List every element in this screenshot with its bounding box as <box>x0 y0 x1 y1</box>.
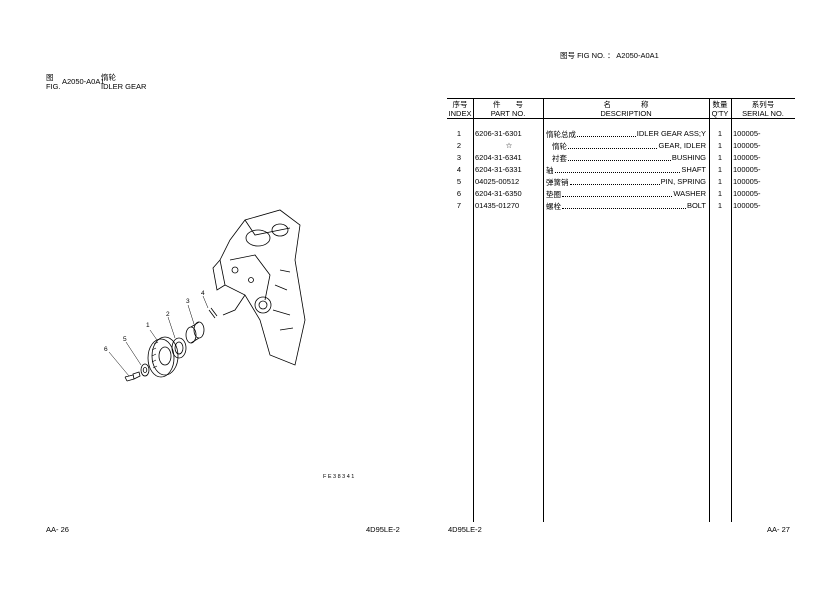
row-index: 7 <box>456 201 462 210</box>
row-desc-en: PIN, SPRING <box>660 177 706 186</box>
row-index: 6 <box>456 189 462 198</box>
row-description: 轴 SHAFT <box>546 165 706 176</box>
callout-6: 6 <box>104 346 108 353</box>
fig-header-sep: ： <box>607 51 615 60</box>
leader-dots <box>568 141 658 149</box>
fig-title-cn: 惰轮 <box>101 73 116 82</box>
table-row: 6 6204-31-6350 垫圈 WASHER 1 100005- <box>447 189 795 201</box>
row-description: 弹簧销 PIN, SPRING <box>546 177 706 188</box>
row-index: 4 <box>456 165 462 174</box>
header-qty: 数量 Q'TY <box>711 100 729 118</box>
table-row: 7 01435-01270 螺栓 BOLT 1 100005- <box>447 201 795 213</box>
leader-dots <box>569 177 660 185</box>
table-row: 5 04025-00512 弹簧销 PIN, SPRING 1 100005- <box>447 177 795 189</box>
row-desc-en: BUSHING <box>671 153 706 162</box>
row-serial: 100005- <box>733 201 761 210</box>
row-qty: 1 <box>717 201 723 210</box>
row-qty: 1 <box>717 141 723 150</box>
row-serial: 100005- <box>733 129 761 138</box>
callout-1: 1 <box>146 322 150 329</box>
row-description: 螺栓 BOLT <box>546 201 706 212</box>
left-page-number: AA- 26 <box>46 525 69 534</box>
callout-3: 3 <box>186 298 190 305</box>
row-desc-cn: 轴 <box>546 166 554 175</box>
row-part-no: 6206-31-6301 <box>475 129 522 138</box>
header-description: 名 称 DESCRIPTION <box>600 100 652 118</box>
callout-2: 2 <box>166 311 170 318</box>
table-row: 2 ☆ 惰轮 GEAR, IDLER 1 100005- <box>447 141 795 153</box>
row-desc-cn: 螺栓 <box>546 202 561 211</box>
table-row: 1 6206-31-6301 惰轮总成 IDLER GEAR ASS;Y 1 100005… <box>447 129 795 141</box>
row-part-no: 04025-00512 <box>475 177 520 186</box>
fig-header-number: A2050-A0A1 <box>616 51 659 60</box>
row-desc-cn: 惰轮总成 <box>546 130 576 139</box>
leader-dots <box>568 153 671 161</box>
row-part-no: 01435-01270 <box>475 201 520 210</box>
parts-table: 序号 INDEX 件 号 PART NO. 名 称 DESCRIPTION 数量… <box>447 98 795 522</box>
fig-label-en: FIG. <box>46 82 61 91</box>
row-desc-en: WASHER <box>673 189 706 198</box>
row-desc-en: IDLER GEAR ASS;Y <box>636 129 706 138</box>
row-desc-cn: 衬套 <box>552 154 567 163</box>
callout-4: 4 <box>201 290 205 297</box>
row-description: 惰轮总成 IDLER GEAR ASS;Y <box>546 129 706 140</box>
leader-dots <box>554 165 681 173</box>
row-serial: 100005- <box>733 141 761 150</box>
header-serial-no: 系列号 SERIAL NO. <box>742 100 784 118</box>
row-index: 3 <box>456 153 462 162</box>
row-desc-en: GEAR, IDLER <box>658 141 706 150</box>
row-description: 惰轮 GEAR, IDLER <box>546 141 706 152</box>
row-desc-cn: 弹簧销 <box>546 178 569 187</box>
leader-dots <box>562 201 686 209</box>
row-qty: 1 <box>717 153 723 162</box>
row-index: 5 <box>456 177 462 186</box>
fig-header-cn: 图号 <box>560 51 575 60</box>
row-serial: 100005- <box>733 189 761 198</box>
callout-5: 5 <box>123 336 127 343</box>
leader-dots <box>562 189 673 197</box>
row-desc-en: BOLT <box>686 201 706 210</box>
table-row: 4 6204-31-6331 轴 SHAFT 1 100005- <box>447 165 795 177</box>
left-model-label: 4D95LE-2 <box>366 525 400 534</box>
row-part-no: 6204-31-6331 <box>475 165 522 174</box>
row-serial: 100005- <box>733 153 761 162</box>
row-qty: 1 <box>717 129 723 138</box>
row-desc-cn: 垫圈 <box>546 190 561 199</box>
row-desc-cn: 惰轮 <box>552 142 567 151</box>
row-qty: 1 <box>717 189 723 198</box>
right-page-number: AA- 27 <box>767 525 790 534</box>
row-qty: 1 <box>717 165 723 174</box>
drawing-code: FE38341 <box>323 474 356 480</box>
row-index: 1 <box>456 129 462 138</box>
row-part-no: 6204-31-6350 <box>475 189 522 198</box>
fig-header-en: FIG NO. <box>577 51 606 60</box>
leader-dots <box>577 129 636 137</box>
row-description: 垫圈 WASHER <box>546 189 706 200</box>
row-serial: 100005- <box>733 177 761 186</box>
fig-title-en: IDLER GEAR <box>101 82 147 91</box>
header-part-no: 件 号 PART NO. <box>490 100 526 118</box>
row-serial: 100005- <box>733 165 761 174</box>
row-part-no: ☆ <box>505 141 513 150</box>
row-description: 衬套 BUSHING <box>546 153 706 164</box>
row-qty: 1 <box>717 177 723 186</box>
exploded-view-drawing <box>108 209 306 382</box>
fig-label-cn: 图 <box>46 73 54 82</box>
header-index: 序号 INDEX <box>448 100 472 118</box>
row-part-no: 6204-31-6341 <box>475 153 522 162</box>
fig-number: A2050-A0A1 <box>62 77 105 86</box>
table-row: 3 6204-31-6341 衬套 BUSHING 1 100005- <box>447 153 795 165</box>
row-desc-en: SHAFT <box>681 165 706 174</box>
fig-number-header: 图号 FIG NO. ： A2050-A0A1 <box>560 50 659 61</box>
row-index: 2 <box>456 141 462 150</box>
right-model-label: 4D95LE-2 <box>448 525 482 534</box>
